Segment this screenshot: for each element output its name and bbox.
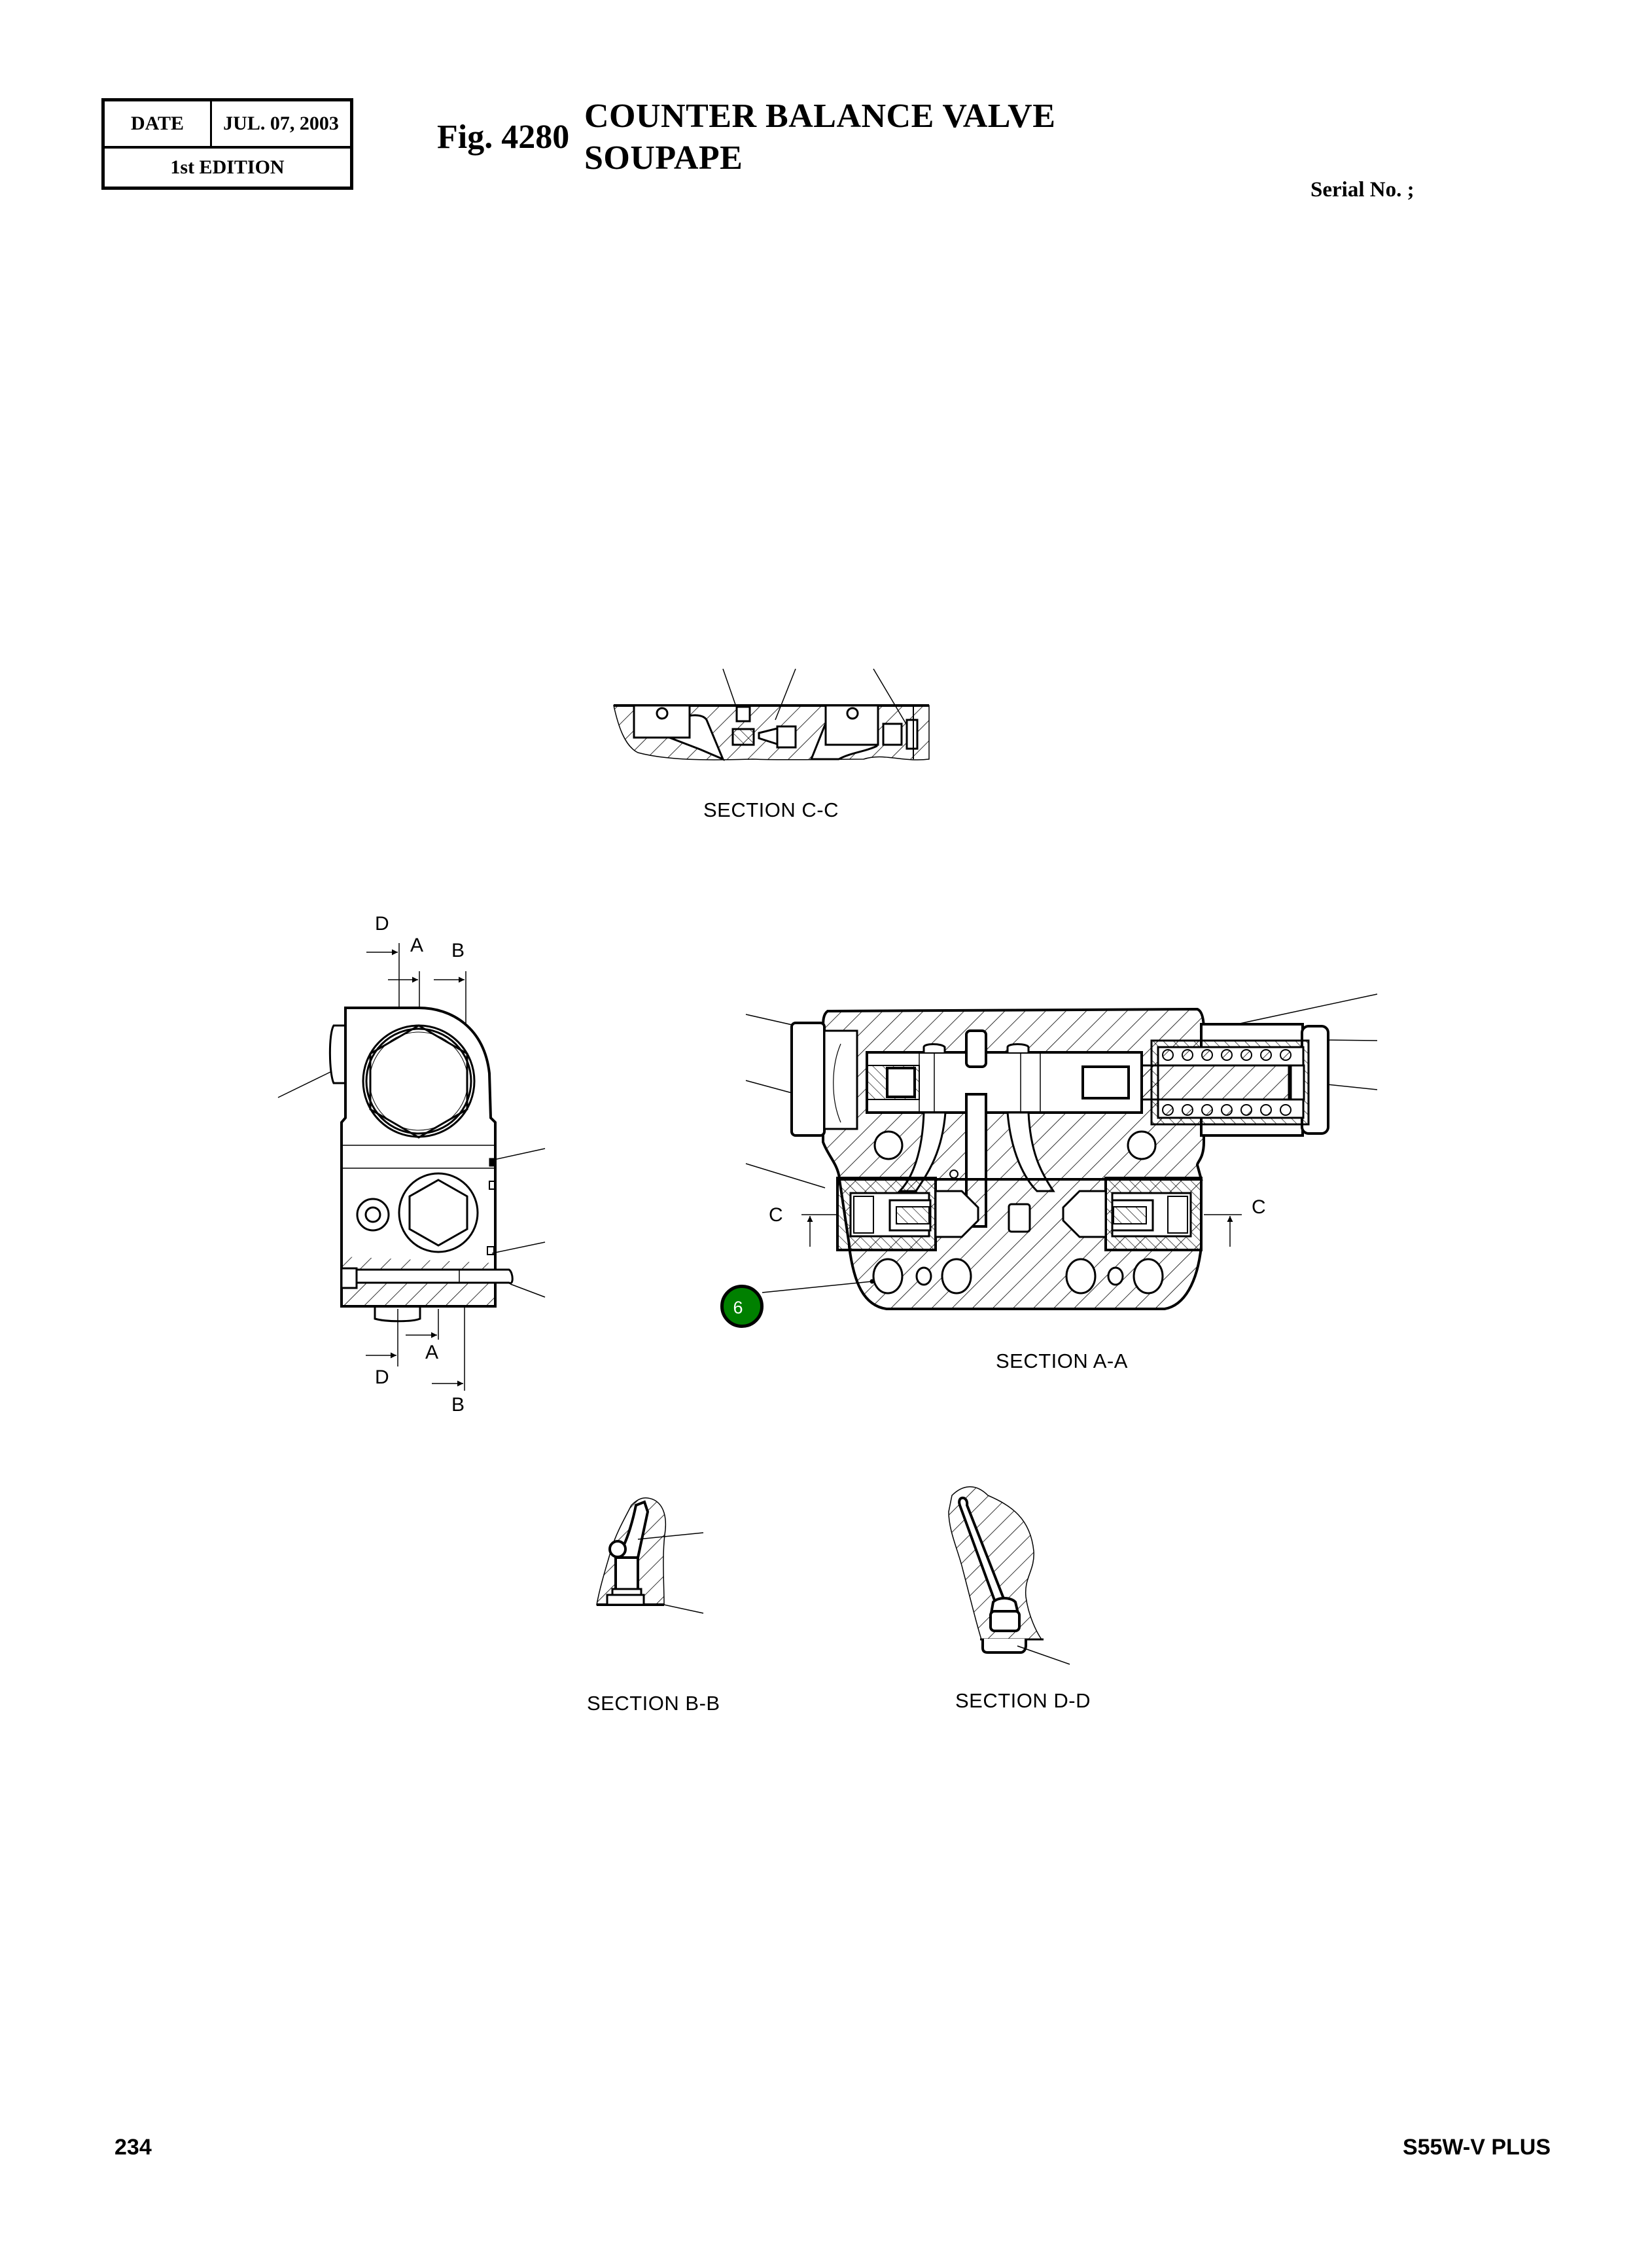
- edition-box: DATE JUL. 07, 2003 1st EDITION: [101, 98, 353, 190]
- section-a-a-drawing: [745, 993, 1378, 1310]
- section-b-b-drawing: [596, 1497, 704, 1614]
- section-d-d-drawing: [948, 1486, 1070, 1665]
- side-view-marker-b-bottom: B: [451, 1394, 465, 1416]
- page-number: 234: [114, 2135, 152, 2160]
- part-callout-6[interactable]: 6: [720, 1285, 764, 1328]
- section-b-b-label: SECTION B-B: [587, 1692, 720, 1715]
- side-view-marker-d-bottom: D: [375, 1366, 389, 1388]
- page-title: COUNTER BALANCE VALVE: [584, 98, 1056, 135]
- date-value: JUL. 07, 2003: [223, 113, 339, 134]
- edition-label: 1st EDITION: [170, 156, 285, 178]
- section-marker-c-left: C: [769, 1204, 783, 1226]
- section-d-d-label: SECTION D-D: [955, 1689, 1091, 1712]
- side-view-marker-d-top: D: [375, 913, 389, 935]
- edition-date-row: DATE JUL. 07, 2003: [105, 101, 350, 149]
- section-a-a-label: SECTION A-A: [996, 1349, 1128, 1372]
- side-view-marker-a-bottom: A: [425, 1342, 439, 1363]
- figure-number: Fig. 4280: [437, 118, 570, 156]
- section-marker-c-right: C: [1252, 1196, 1266, 1218]
- serial-number-label: Serial No. ;: [1310, 178, 1415, 202]
- model-name: S55W-V PLUS: [1402, 2135, 1551, 2160]
- section-c-c-drawing: [613, 668, 930, 761]
- section-c-c-label: SECTION C-C: [703, 798, 839, 821]
- date-label: DATE: [105, 101, 212, 146]
- side-view-marker-b-top: B: [451, 940, 465, 961]
- page-title-french: SOUPAPE: [584, 139, 743, 177]
- side-view-marker-a-top: A: [410, 935, 424, 956]
- part-callout-number: 6: [733, 1297, 743, 1317]
- side-view-drawing: [277, 943, 546, 1391]
